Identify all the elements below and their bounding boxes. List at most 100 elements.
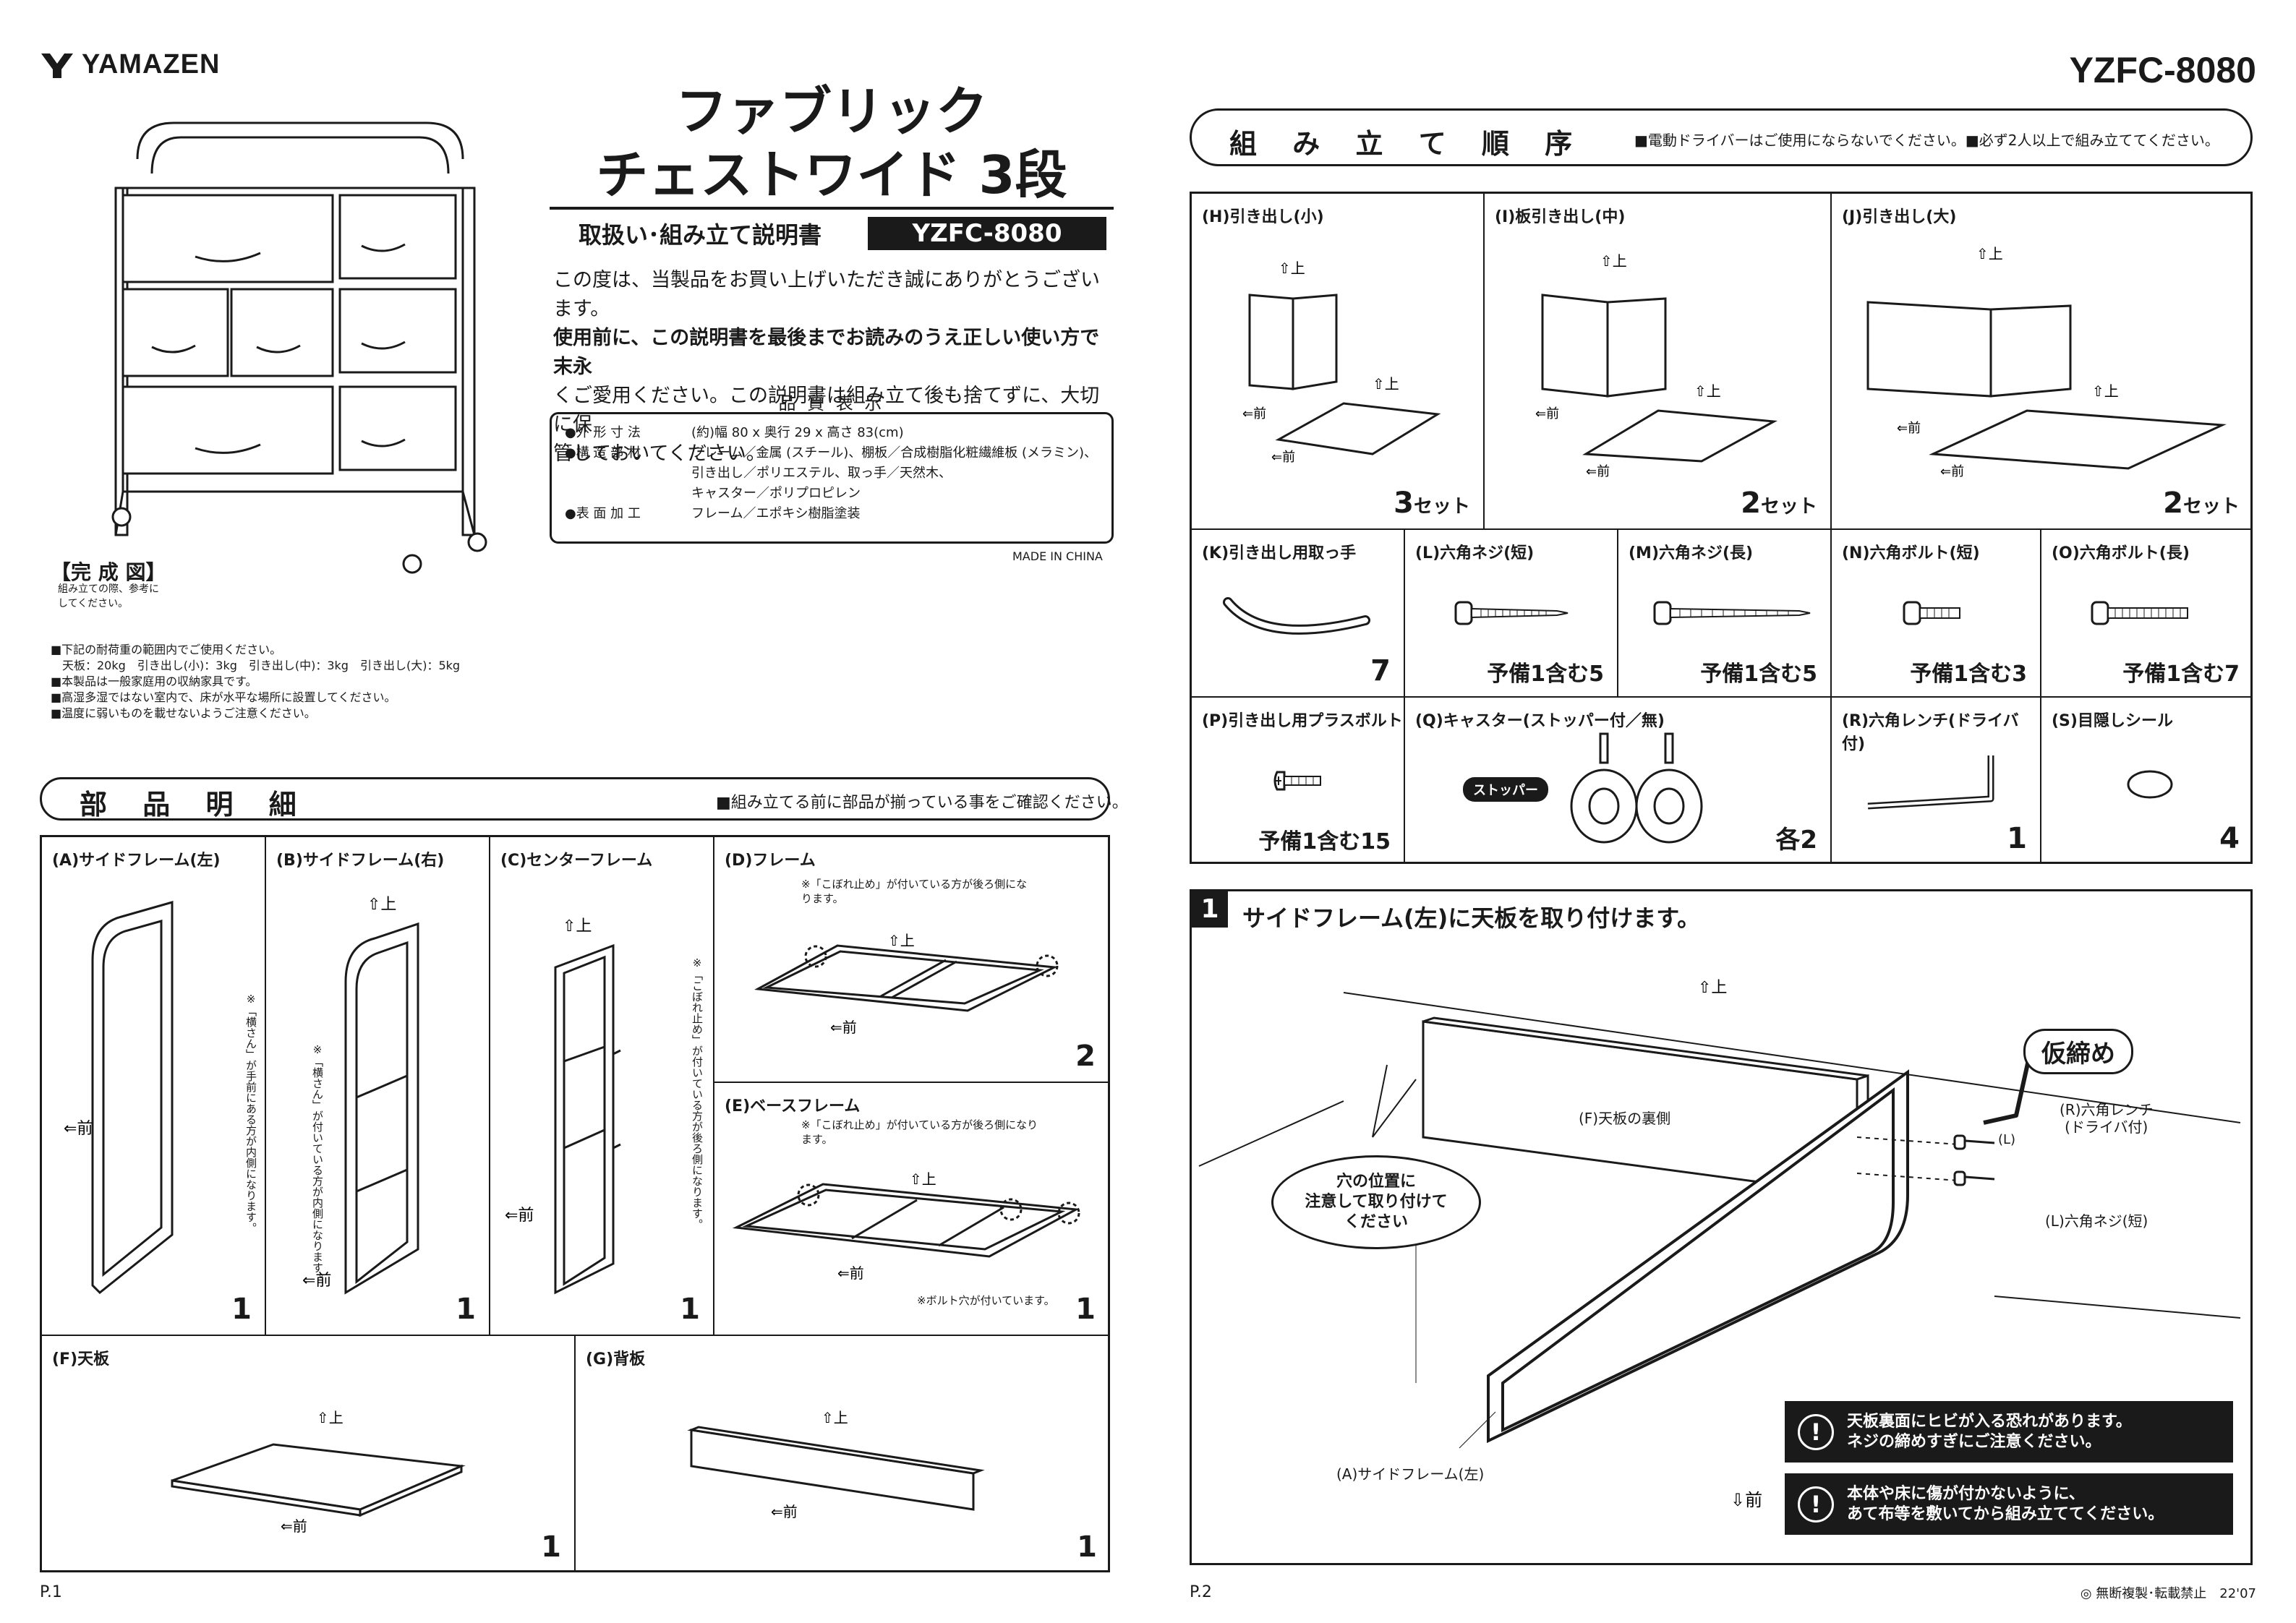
- part-note: ※「横さん」が手前にある方が内側になります。: [244, 993, 257, 1233]
- part-label: (E)ベースフレーム: [725, 1097, 861, 1115]
- up-arrow-icon: ⇧上: [317, 1409, 343, 1426]
- warning-box-2: ! 本体や床に傷が付かないように、 あて布等を敷いてから組み立ててください。: [1785, 1473, 2233, 1535]
- screw-label: (L)六角ネジ(短): [2045, 1212, 2148, 1230]
- drawer-small-drawing: ⇧上 ⇧上 ⇐前 ⇐前: [1242, 260, 1441, 465]
- up-arrow-icon: ⇧上: [821, 1409, 848, 1426]
- product-title-line2: チェストワイド 3段: [596, 145, 1067, 205]
- warning-icon: !: [1798, 1413, 1834, 1450]
- part-qty: 各2: [1775, 826, 1817, 855]
- part-note: ※「こぼれ止め」が付いている方が後ろ側になります。: [691, 956, 704, 1230]
- wrench-label: (R)六角レンチ (ドライバ付): [2060, 1101, 2154, 1136]
- usage-note: ■温度に弱いものを載せないようご注意ください。: [51, 706, 316, 720]
- hex-bolt-short-icon: [1903, 601, 1960, 625]
- front-arrow-icon: ⇐前: [302, 1272, 331, 1290]
- front-arrow-icon: ⇐前: [837, 1264, 864, 1282]
- part-qty-unit: セット: [2182, 496, 2240, 518]
- parts-note: ■組み立てる前に部品が揃っている事をご確認ください。: [716, 794, 1128, 812]
- part-qty: 1: [1077, 1530, 1097, 1564]
- manual-subtitle: 取扱い･組み立て説明書: [579, 221, 822, 249]
- usage-note: ■高湿多湿ではない室内で、床が水平な場所に設置してください。: [51, 690, 396, 704]
- l-label: (L): [1998, 1132, 2016, 1147]
- drawer-large-drawing: ⇧上 ⇧上 ⇐前 ⇐前: [1866, 245, 2227, 479]
- completed-chest-illustration: [111, 121, 487, 574]
- plus-bolt-icon: [1273, 771, 1321, 791]
- warning-line: 本体や床に傷が付かないように、: [1847, 1484, 2085, 1503]
- part-label: (N)六角ボルト(短): [1842, 544, 1980, 562]
- side-frame-right-drawing: ⇧上 ⇐前: [302, 896, 419, 1295]
- front-arrow-icon: ⇐前: [1271, 450, 1295, 465]
- order-heading: 組 み 立 て 順 序: [1229, 128, 1586, 160]
- model-number-top: YZFC-8080: [2069, 50, 2256, 90]
- part-qty: 1: [2007, 822, 2027, 855]
- part-label: (I)板引き出し(中): [1495, 208, 1626, 226]
- part-note: ※「こぼれ止め」が付いている方が後ろ側になります。: [801, 878, 1028, 905]
- base-frame-drawing: ⇧上 ⇐前: [732, 1170, 1080, 1282]
- part-cell-n: (N)六角ボルト(短) 予備1含む3: [1832, 530, 2041, 698]
- side-frame-left-drawing: ⇐前: [64, 901, 174, 1295]
- title-rule: [550, 207, 1114, 210]
- model-badge: YZFC-8080: [868, 217, 1106, 250]
- part-qty: 1: [680, 1293, 700, 1326]
- part-qty-number: 3: [1394, 487, 1414, 520]
- frame-drawing: ⇧上 ⇐前: [754, 932, 1059, 1036]
- step1-panel: 1 サイドフレーム(左)に天板を取り付けます。 ⇧上 ⇩前 (: [1190, 889, 2253, 1565]
- up-arrow-icon: ⇧上: [1279, 260, 1305, 277]
- intro-text: この度は、当製品をお買い上げいただき誠にありがとうございます。 使用前に、この説…: [553, 266, 1117, 468]
- part-cell-f: (F)天板 ⇧上 ⇐前 1: [42, 1336, 576, 1572]
- part-cell-d: (D)フレーム ※「こぼれ止め」が付いている方が後ろ側になります。 ⇧上 ⇐前 …: [714, 837, 1110, 1083]
- part-qty: 2セット: [1741, 487, 1817, 520]
- part-note: ※「横さん」が付いている方が内側になります。: [311, 1043, 324, 1284]
- center-frame-drawing: ⇧上 ⇐前: [505, 917, 621, 1295]
- part-label: (F)天板: [52, 1350, 110, 1369]
- part-cell-q: (Q)キャスター(ストッパー付／無) ストッパー 各2: [1405, 698, 1832, 864]
- hex-screw-short-icon: [1454, 601, 1569, 625]
- part-qty: 4: [2219, 822, 2240, 855]
- wrench-label-line: (R)六角レンチ: [2060, 1101, 2154, 1118]
- part-label: (P)引き出し用プラスボルト: [1202, 712, 1403, 730]
- up-arrow-icon: ⇧上: [1373, 375, 1399, 393]
- part-label: (O)六角ボルト(長): [2052, 544, 2190, 562]
- hex-wrench-icon: [1867, 755, 1994, 810]
- front-arrow-icon: ⇐前: [1242, 406, 1266, 421]
- completed-note: 組み立ての際、参考に してください。: [58, 582, 159, 611]
- top-board-drawing: ⇧上 ⇐前: [171, 1409, 466, 1535]
- part-qty-unit: セット: [1413, 496, 1470, 518]
- frame-label: (A)サイドフレーム(左): [1336, 1465, 1485, 1483]
- callout-line: ください: [1344, 1213, 1408, 1231]
- up-arrow-icon: ⇧上: [888, 932, 915, 949]
- quality-box: ●外 形 寸 法(約)幅 80 x 奥行 29 x 高さ 83(cm) ●構 造…: [550, 412, 1114, 544]
- up-arrow-icon: ⇧上: [1976, 245, 2003, 262]
- warning-box-1: ! 天板裏面にヒビが入る恐れがあります。 ネジの締めすぎにご注意ください。: [1785, 1401, 2233, 1463]
- part-label: (R)六角レンチ(ドライバ付): [1842, 712, 2019, 753]
- front-arrow-icon: ⇐前: [830, 1019, 857, 1036]
- part-qty: 予備1含む3: [1910, 661, 2027, 687]
- part-qty: 予備1含む5: [1487, 661, 1604, 687]
- completed-label: 【完 成 図】: [51, 560, 166, 584]
- part-cell-s: (S)目隠しシール 4: [2041, 698, 2253, 864]
- brand-logo: YAMAZEN: [40, 49, 220, 80]
- top-back-label: (F)天板の裏側: [1579, 1110, 1671, 1127]
- spec-value: (約)幅 80 x 奥行 29 x 高さ 83(cm): [691, 425, 904, 440]
- up-arrow-icon: ⇧上: [367, 896, 396, 914]
- order-note: ■電動ドライバーはご使用にならないでください。■必ず2人以上で組み立ててください…: [1634, 132, 2219, 149]
- product-title: ファブリック チェストワイド 3段: [550, 80, 1114, 207]
- up-arrow-icon: ⇧上: [1600, 252, 1627, 270]
- up-arrow-icon: ⇧上: [2092, 382, 2119, 400]
- wrench-label-line: (ドライバ付): [2065, 1118, 2148, 1136]
- front-arrow-icon: ⇐前: [1535, 406, 1559, 421]
- page-number: P.1: [40, 1583, 62, 1601]
- spec-value: 引き出し／ポリエステル、取っ手／天然木、: [691, 466, 952, 481]
- intro-line: くご愛用ください。この説明書は組み立て後も捨てずに、大切に保: [553, 385, 1100, 436]
- completed-note-line: 組み立ての際、参考に: [58, 583, 159, 595]
- part-label: (C)センターフレーム: [500, 852, 653, 870]
- step-number: 1: [1192, 891, 1228, 928]
- spec-label: ●外 形 寸 法: [565, 425, 641, 440]
- warning-line: 天板裏面にヒビが入る恐れがあります。: [1847, 1412, 2132, 1431]
- front-arrow-icon: ⇐前: [64, 1120, 93, 1138]
- brand-name: YAMAZEN: [82, 49, 221, 80]
- hex-bolt-long-icon: [2091, 601, 2188, 625]
- parts-grid: (A)サイドフレーム(左) ⇐前 ※「横さん」が手前にある方が内側になります。 …: [40, 835, 1110, 1572]
- drawer-medium-drawing: ⇧上 ⇧上 ⇐前 ⇐前: [1535, 252, 1778, 479]
- part-cell-h: (H)引き出し(小) ⇧上 ⇧上 ⇐前 ⇐前 3セット: [1192, 194, 1485, 530]
- step-title: サイドフレーム(左)に天板を取り付けます。: [1242, 904, 1701, 932]
